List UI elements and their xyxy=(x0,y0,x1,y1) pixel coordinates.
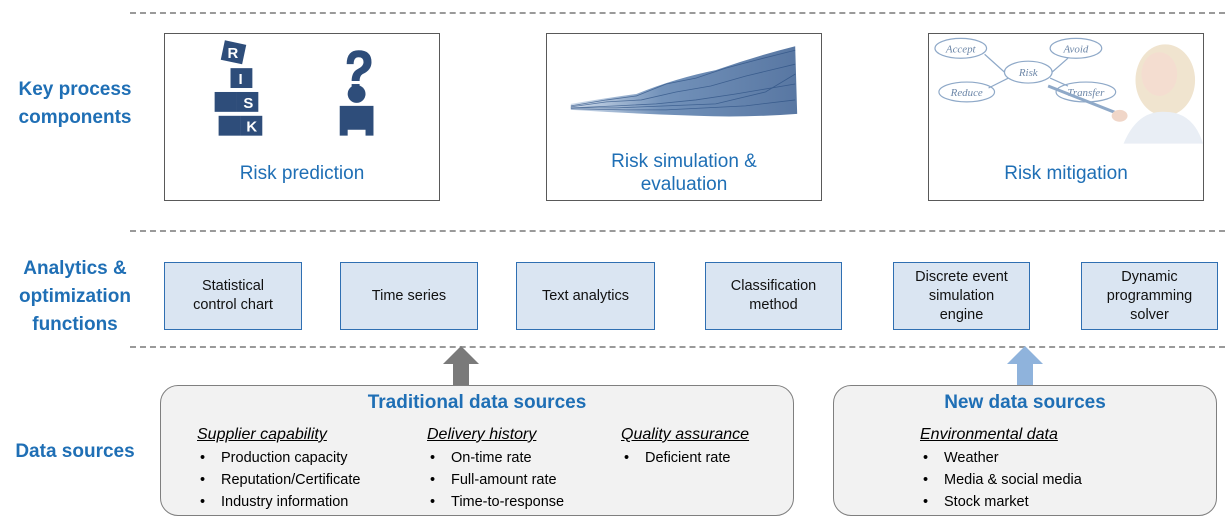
component-label: Risk mitigation xyxy=(1004,162,1128,184)
separator-lower xyxy=(130,346,1225,348)
list-item: Reputation/Certificate xyxy=(197,469,360,491)
cube-letter-r: R xyxy=(228,46,239,62)
mindmap-word-avoid: Avoid xyxy=(1063,43,1089,55)
new-data-sources-panel: New data sources Environmental data Weat… xyxy=(833,385,1217,516)
component-risk-prediction: R I S K Risk prediction xyxy=(164,33,440,201)
panel-title: New data sources xyxy=(944,392,1106,413)
list-item: Deficient rate xyxy=(621,447,749,469)
list-item: Media & social media xyxy=(920,469,1082,491)
cube-letter-i: I xyxy=(238,72,242,88)
column-heading: Environmental data xyxy=(920,426,1058,443)
component-label: Risk simulation &evaluation xyxy=(611,151,757,195)
panel-title: Traditional data sources xyxy=(367,392,587,413)
mindmap-word-accept: Accept xyxy=(945,43,977,55)
mindmap-word-transfer: Transfer xyxy=(1067,87,1105,99)
row-label-analytics: Analytics & optimization functions xyxy=(19,258,131,335)
function-time-series: Time series xyxy=(340,262,478,330)
cube-letter-k: K xyxy=(246,120,257,136)
column-heading: Delivery history xyxy=(427,426,537,443)
source-column-environmental: Environmental data Weather Media & socia… xyxy=(920,424,1082,513)
list-item: Stock market xyxy=(920,491,1082,513)
component-risk-mitigation: Accept Avoid Risk Reduce Transfer Risk m… xyxy=(928,33,1204,201)
cube-letter-s: S xyxy=(243,96,253,112)
mindmap-word-reduce: Reduce xyxy=(950,87,983,99)
source-column-supplier: Supplier capability Production capacity … xyxy=(197,424,360,513)
arrow-up-blue-icon xyxy=(1007,346,1043,385)
column-heading: Supplier capability xyxy=(197,426,327,443)
list-item: Full-amount rate xyxy=(427,469,564,491)
mindmap-word-risk: Risk xyxy=(1018,67,1038,79)
traditional-data-sources-panel: Traditional data sources Supplier capabi… xyxy=(160,385,794,516)
list-item: Time-to-response xyxy=(427,491,564,513)
component-risk-simulation: Risk simulation &evaluation xyxy=(546,33,822,201)
component-label: Risk prediction xyxy=(239,162,365,184)
separator-middle xyxy=(130,230,1225,232)
list-item: Weather xyxy=(920,447,1082,469)
risk-mindmap-woman-image: Accept Avoid Risk Reduce Transfer xyxy=(934,37,1203,144)
source-column-quality: Quality assurance Deficient rate xyxy=(621,424,749,469)
list-item: Production capacity xyxy=(197,447,360,469)
simulation-paths-image xyxy=(570,46,798,117)
row-label-data-sources: Data sources xyxy=(15,441,135,462)
risk-cubes-question-figure-image: R I S K xyxy=(214,40,374,136)
separator-top xyxy=(130,12,1225,14)
list-item: On-time rate xyxy=(427,447,564,469)
list-item: Industry information xyxy=(197,491,360,513)
function-text-analytics: Text analytics xyxy=(516,262,655,330)
source-column-delivery: Delivery history On-time rate Full-amoun… xyxy=(427,424,564,513)
arrow-up-gray-icon xyxy=(443,346,479,385)
column-heading: Quality assurance xyxy=(621,426,750,443)
row-label-key-process: Key process components xyxy=(18,79,132,128)
